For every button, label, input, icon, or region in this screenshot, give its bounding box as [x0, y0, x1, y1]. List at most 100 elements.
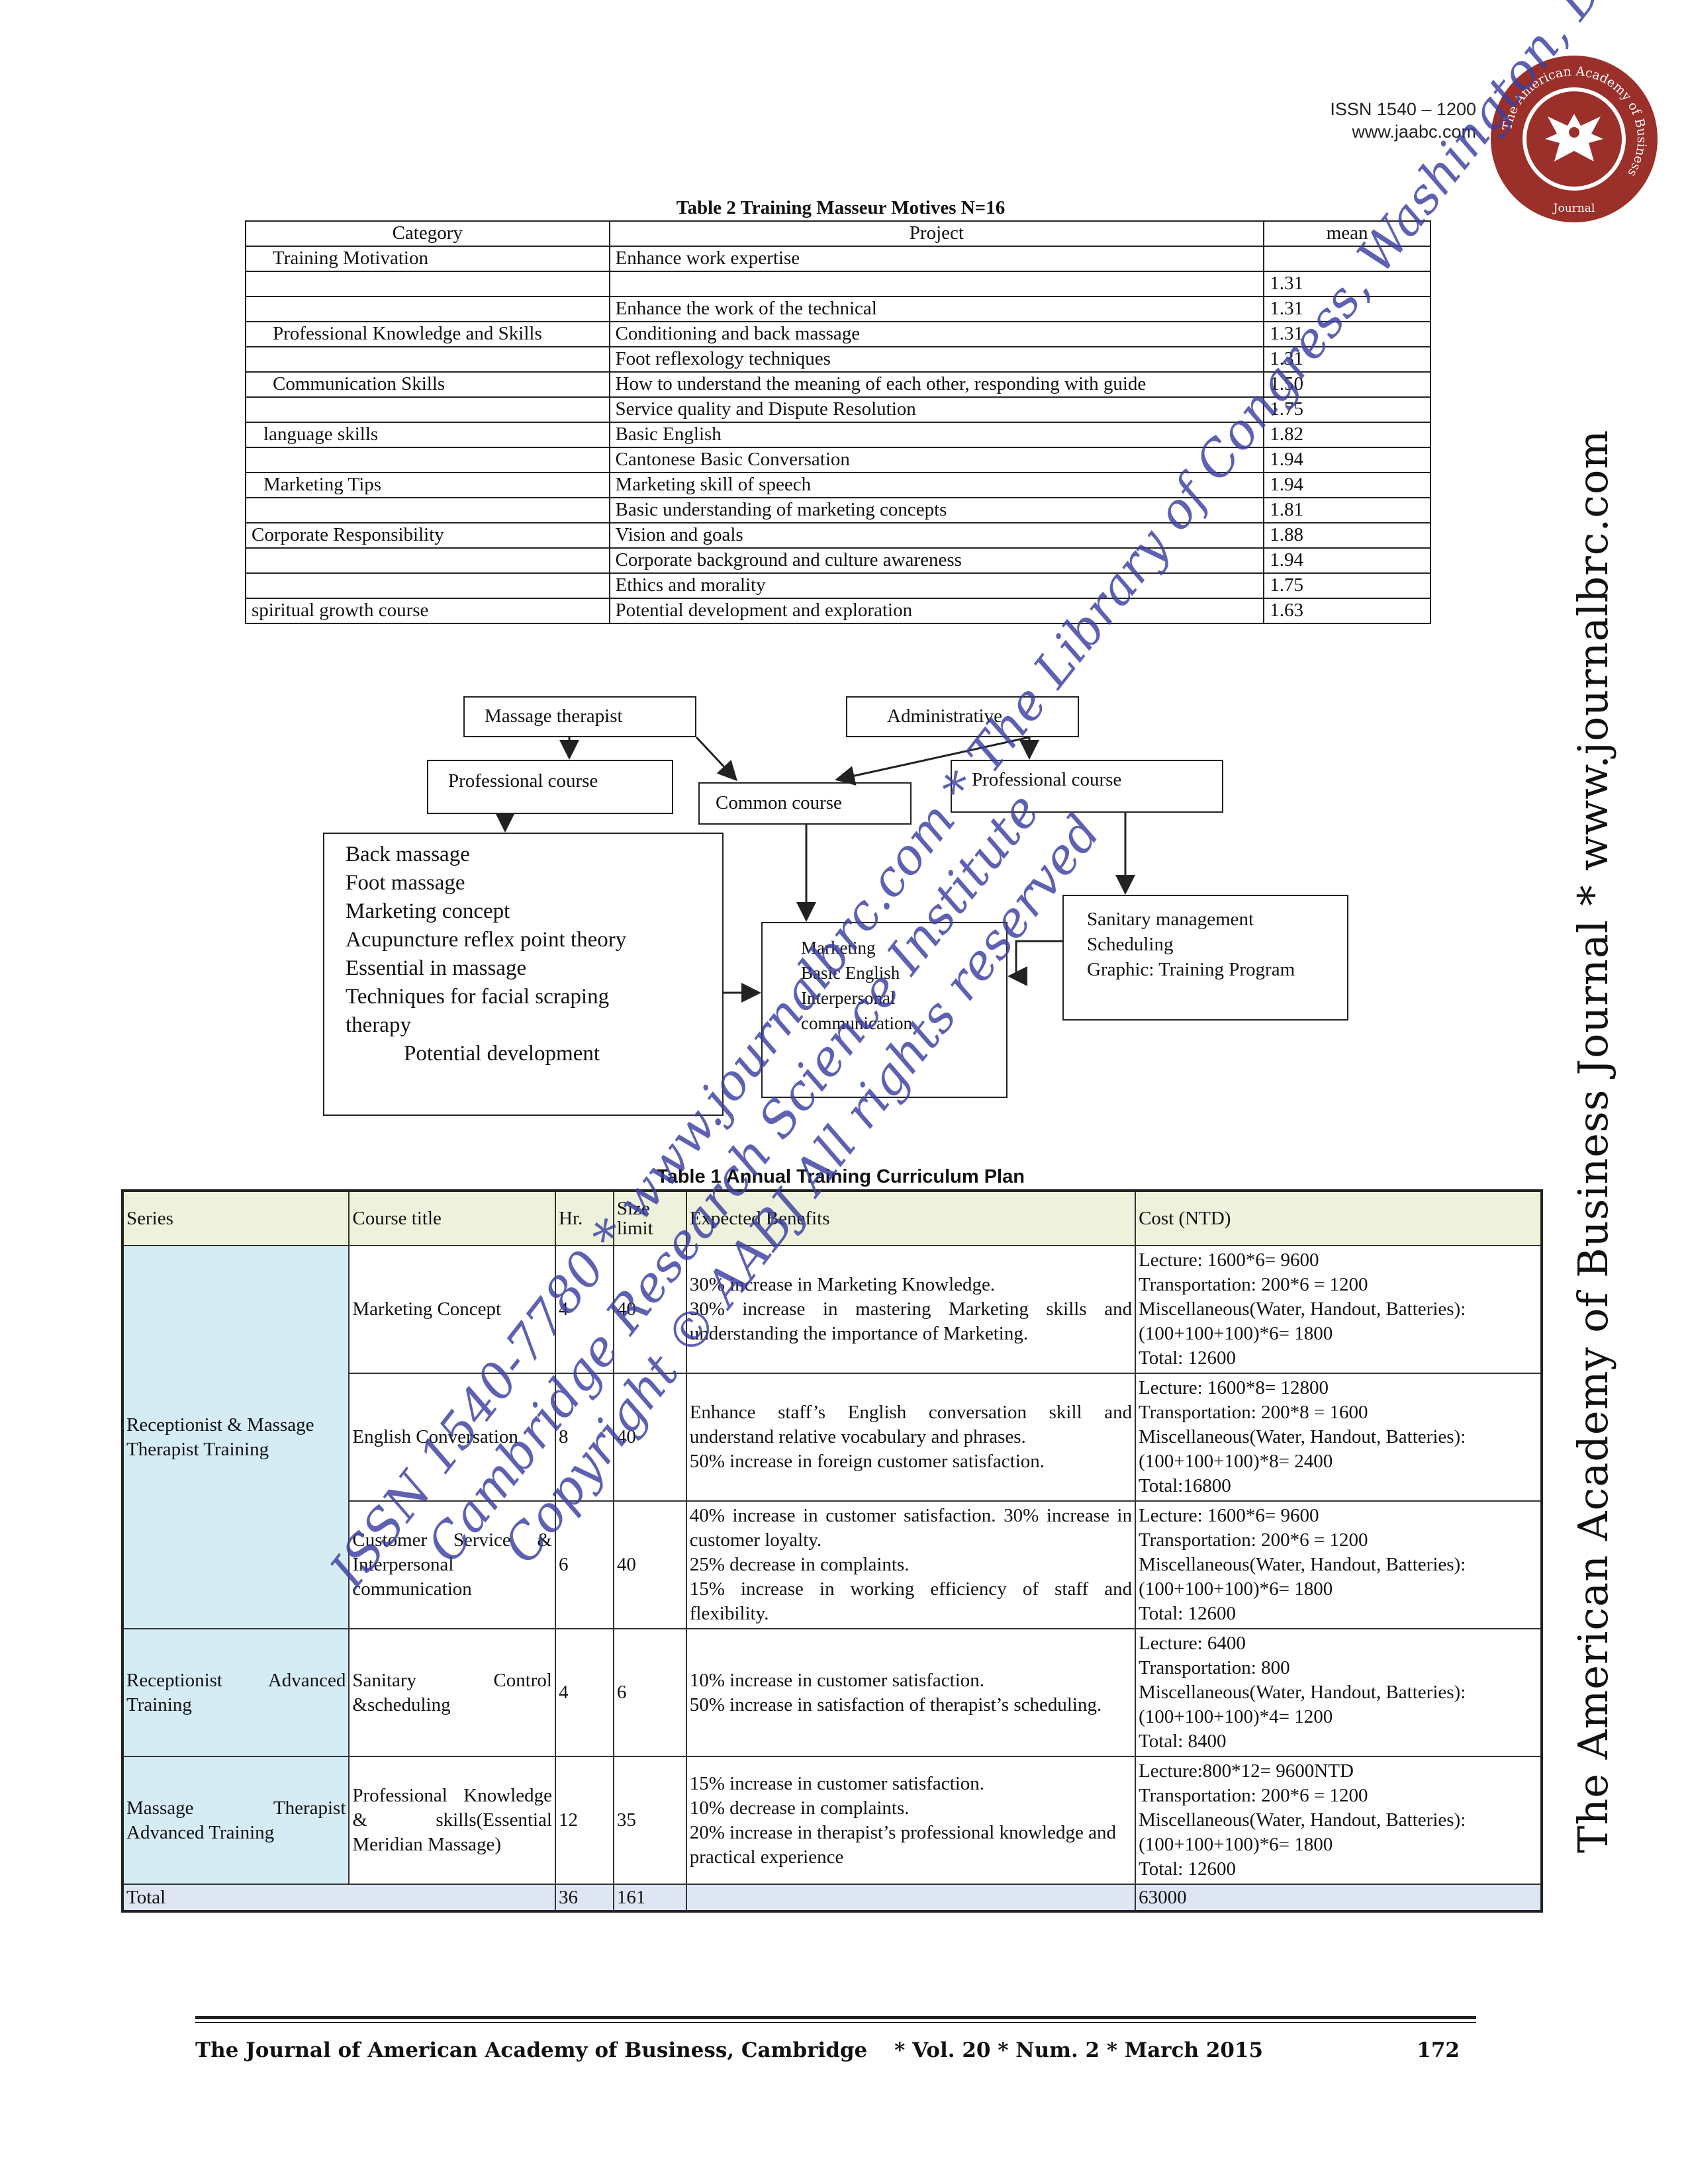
- table-row: Customer Service & Interpersonal communi…: [122, 1500, 1542, 1629]
- table2-cell-project: Marketing skill of speech: [608, 472, 1265, 498]
- table-row: Basic understanding of marketing concept…: [245, 497, 1431, 523]
- table1-cost: Lecture: 6400 Transportation: 800 Miscel…: [1135, 1628, 1542, 1757]
- table2-cell-category: Training Motivation: [245, 246, 610, 272]
- benefit-line: 10% increase in customer satisfaction.: [689, 1669, 985, 1691]
- table2: Category Project mean Training Motivatio…: [245, 220, 1431, 624]
- table2-cell-category: spiritual growth course: [245, 598, 610, 624]
- table2-cell-category: [245, 447, 610, 473]
- cost-line: Total: 12600: [1139, 1858, 1237, 1880]
- center-item: Interpersonal: [801, 988, 896, 1008]
- table1-hr: 12: [555, 1756, 614, 1885]
- common-course-box: Common course: [698, 782, 912, 825]
- table1-hr: 4: [555, 1628, 614, 1757]
- table-row: 1.31: [245, 271, 1431, 297]
- table2-cell-project: Enhance the work of the technical: [608, 296, 1265, 322]
- table1-cost: Lecture: 1600*8= 12800 Transportation: 2…: [1135, 1373, 1542, 1502]
- left-item: Marketing concept: [346, 899, 510, 923]
- table-row: Receptionist Advanced Training Sanitary …: [121, 1628, 1542, 1757]
- table2-cell-mean: 1.50: [1263, 371, 1431, 398]
- table2-header-project: Project: [608, 220, 1265, 247]
- table1-header-benefits: Expected Benefits: [685, 1190, 1137, 1246]
- table1-size: 40: [612, 1245, 687, 1374]
- table-row: Cantonese Basic Conversation 1.94: [245, 447, 1431, 473]
- benefit-line: 10% decrease in complaints.: [689, 1797, 910, 1819]
- issn-text: ISSN 1540 – 1200: [1330, 99, 1476, 119]
- center-course-list-box: Marketing Basic English Interpersonal co…: [761, 922, 1008, 1098]
- table1-size: 35: [612, 1756, 687, 1885]
- table1-size: 40: [612, 1500, 687, 1629]
- cost-line: Miscellaneous(Water, Handout, Batteries)…: [1139, 1554, 1466, 1600]
- benefit-line: 15% increase in customer satisfaction.: [689, 1772, 985, 1794]
- table-row: Massage Therapist Advanced Training Prof…: [121, 1756, 1542, 1885]
- left-item: Potential development: [404, 1042, 600, 1066]
- table-row: Service quality and Dispute Resolution 1…: [245, 396, 1431, 423]
- table2-cell-category: language skills: [245, 422, 610, 448]
- table1-total-cost: 63000: [1135, 1884, 1542, 1912]
- center-item: Basic English: [801, 963, 900, 983]
- cost-line: Lecture: 6400: [1139, 1633, 1246, 1654]
- table-row: Training Motivation Enhance work experti…: [245, 246, 1431, 272]
- cost-line: Total: 12600: [1139, 1603, 1237, 1624]
- header-issn: ISSN 1540 – 1200 www.jaabc.com: [1330, 98, 1476, 143]
- cost-line: Transportation: 200*6 = 1200: [1139, 1529, 1368, 1551]
- page-number: 172: [1417, 2038, 1460, 2062]
- table2-cell-category: Marketing Tips: [245, 472, 610, 498]
- benefit-line: 20% increase in therapist’s professional…: [689, 1821, 1116, 1868]
- table2-cell-project: Basic English: [608, 422, 1265, 448]
- table2-cell-category: [245, 346, 610, 373]
- cost-line: Miscellaneous(Water, Handout, Batteries)…: [1139, 1426, 1466, 1472]
- table1: Series Course title Hr. Size limit Expec…: [121, 1189, 1543, 1913]
- table-row: Corporate background and culture awarene…: [245, 547, 1431, 574]
- table2-cell-project: Service quality and Dispute Resolution: [608, 396, 1265, 423]
- table1-header-row: Series Course title Hr. Size limit Expec…: [121, 1190, 1542, 1246]
- table2-header-category: Category: [245, 220, 610, 247]
- professional-course-left-box: Professional course: [427, 760, 673, 814]
- table2-header-mean: mean: [1263, 220, 1431, 247]
- table2-cell-project: Basic understanding of marketing concept…: [608, 497, 1265, 523]
- right-item: Sanitary management: [1087, 909, 1254, 930]
- table1-total-row: Total 36 161 63000: [122, 1884, 1542, 1912]
- table-row: Ethics and morality 1.75: [245, 572, 1431, 599]
- table2-cell-category: [245, 296, 610, 322]
- table2-cell-mean: 1.81: [1263, 497, 1431, 523]
- cost-line: Lecture: 1600*8= 12800: [1139, 1377, 1329, 1398]
- table-row: English Conversation 8 40 Enhance staff’…: [122, 1373, 1542, 1502]
- footer-rule-thin: [195, 2022, 1476, 2023]
- table2-cell-project: How to understand the meaning of each ot…: [608, 371, 1265, 398]
- table1-header-hr: Hr.: [555, 1190, 614, 1246]
- table1-benefits: 10% increase in customer satisfaction. 5…: [685, 1628, 1137, 1757]
- table2-cell-project: [608, 271, 1265, 297]
- center-item: communication: [801, 1013, 912, 1033]
- left-item: Back massage: [346, 842, 470, 866]
- website-link[interactable]: www.jaabc.com: [1352, 122, 1476, 142]
- table1-total-size: 161: [612, 1884, 687, 1912]
- massage-therapist-label: Massage therapist: [485, 705, 623, 727]
- table-row: Marketing Tips Marketing skill of speech…: [245, 472, 1431, 498]
- professional-course-left-label: Professional course: [448, 770, 598, 792]
- table2-cell-mean: 1.94: [1263, 472, 1431, 498]
- left-item: Techniques for facial scraping: [346, 985, 610, 1009]
- cost-line: Transportation: 200*6 = 1200: [1139, 1785, 1368, 1806]
- benefit-line: 15% increase in working efficiency of st…: [689, 1578, 1133, 1624]
- cost-line: Miscellaneous(Water, Handout, Batteries)…: [1139, 1682, 1466, 1727]
- table2-cell-project: Cantonese Basic Conversation: [608, 447, 1265, 473]
- table1-course-title: Sanitary Control &scheduling: [348, 1628, 556, 1757]
- table2-caption: Table 2 Training Masseur Motives N=16: [676, 197, 1006, 218]
- table1-header-cost: Cost (NTD): [1135, 1190, 1542, 1246]
- table1-header-course: Course title: [348, 1190, 556, 1246]
- table2-cell-project: Corporate background and culture awarene…: [608, 547, 1265, 574]
- cost-line: Lecture: 1600*6= 9600: [1139, 1505, 1319, 1526]
- table2-cell-mean: 1.94: [1263, 547, 1431, 574]
- table1-cost: Lecture: 1600*6= 9600 Transportation: 20…: [1135, 1500, 1542, 1629]
- table2-cell-category: Professional Knowledge and Skills: [245, 321, 610, 347]
- table2-cell-project: Foot reflexology techniques: [608, 346, 1265, 373]
- table1-course-title: Professional Knowledge & skills(Essentia…: [348, 1756, 556, 1885]
- table1-hr: 6: [555, 1500, 614, 1629]
- table1-size: 40: [612, 1373, 687, 1502]
- benefit-line: Enhance staff’s English conversation ski…: [689, 1402, 1133, 1447]
- table-row: Foot reflexology techniques 1.31: [245, 346, 1431, 373]
- benefit-line: 25% decrease in complaints.: [689, 1554, 910, 1575]
- table2-cell-category: Communication Skills: [245, 371, 610, 398]
- table1-course-title: Customer Service & Interpersonal communi…: [348, 1500, 556, 1629]
- benefit-line: 50% increase in foreign customer satisfa…: [689, 1451, 1045, 1472]
